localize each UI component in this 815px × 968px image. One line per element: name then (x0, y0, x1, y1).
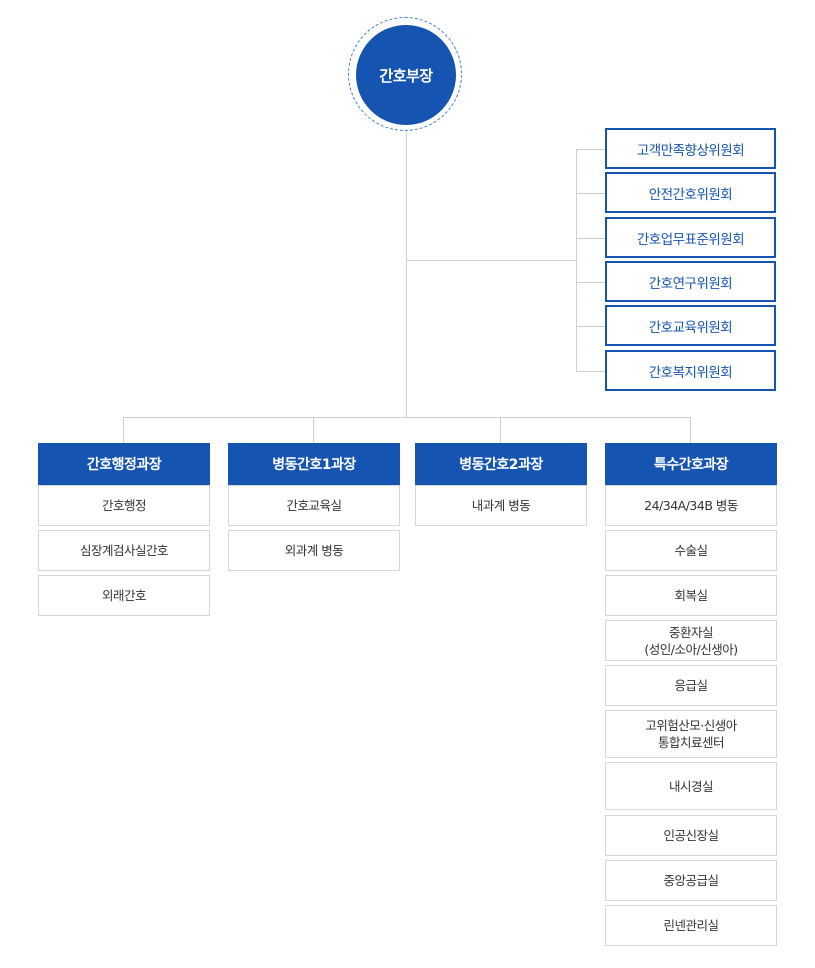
committee-box: 고객만족향상위원회 (605, 128, 776, 169)
committee-label: 간호복지위원회 (648, 364, 733, 381)
unit-label: 외래간호 (101, 588, 147, 603)
unit-label: 간호교육실 (286, 498, 342, 513)
unit-label: 중환자실 (668, 624, 714, 640)
unit-sublabel: 통합치료센터 (657, 735, 725, 750)
department-header: 특수간호과장 (605, 443, 777, 485)
committee-label: 간호연구위원회 (648, 275, 733, 292)
unit-label: 외과계 병동 (284, 543, 344, 558)
department-drop-line (690, 417, 691, 443)
committee-tick-line (576, 193, 605, 194)
unit-box: 린넨관리실 (605, 905, 777, 946)
committee-box: 안전간호위원회 (605, 172, 776, 213)
unit-box: 응급실 (605, 665, 777, 706)
unit-label: 인공신장실 (663, 828, 719, 843)
head-node: 간호부장 (356, 25, 456, 125)
department-title: 병동간호2과장 (459, 457, 543, 473)
committee-spine-line (576, 149, 577, 371)
committee-label: 간호업무표준위원회 (636, 231, 745, 248)
department-header: 간호행정과장 (38, 443, 210, 485)
unit-box: 24/34A/34B 병동 (605, 485, 777, 526)
unit-label: 회복실 (674, 588, 708, 603)
unit-box: 고위험산모·신생아 통합치료센터 (605, 710, 777, 758)
department-drop-line (313, 417, 314, 443)
committee-box: 간호복지위원회 (605, 350, 776, 391)
unit-box: 인공신장실 (605, 815, 777, 856)
unit-label: 24/34A/34B 병동 (644, 498, 738, 513)
unit-box: 수술실 (605, 530, 777, 571)
head-node-ring (348, 17, 462, 131)
department-title: 특수간호과장 (653, 457, 729, 473)
unit-label: 고위험산모·신생아 (645, 718, 737, 733)
committee-tick-line (576, 149, 605, 150)
committee-tick-line (576, 238, 605, 239)
unit-label: 수술실 (674, 543, 708, 558)
unit-box: 내시경실 (605, 762, 777, 810)
department-header: 병동간호1과장 (228, 443, 400, 485)
committee-tick-line (576, 282, 605, 283)
unit-label: 응급실 (674, 678, 708, 693)
department-title: 간호행정과장 (86, 457, 162, 473)
unit-box: 중앙공급실 (605, 860, 777, 901)
head-node-label: 간호부장 (379, 66, 433, 85)
committee-tick-line (576, 371, 605, 372)
department-header: 병동간호2과장 (415, 443, 587, 485)
unit-label: 린넨관리실 (663, 918, 719, 933)
committee-branch-line (406, 260, 576, 261)
unit-label: 내과계 병동 (471, 498, 531, 513)
unit-box: 간호교육실 (228, 485, 400, 526)
department-bus-line (123, 417, 691, 418)
unit-sublabel: (성인/소아/신생아) (644, 641, 738, 657)
department-title: 병동간호1과장 (272, 457, 356, 473)
trunk-line (406, 131, 407, 418)
unit-label: 심장계검사실간호 (79, 543, 169, 558)
unit-box: 외래간호 (38, 575, 210, 616)
committee-label: 간호교육위원회 (648, 319, 733, 336)
committee-label: 안전간호위원회 (648, 186, 733, 203)
unit-box: 간호행정 (38, 485, 210, 526)
unit-box: 내과계 병동 (415, 485, 587, 526)
committee-tick-line (576, 326, 605, 327)
unit-label: 간호행정 (101, 498, 147, 513)
unit-box: 회복실 (605, 575, 777, 616)
unit-box: 심장계검사실간호 (38, 530, 210, 571)
committee-box: 간호연구위원회 (605, 261, 776, 302)
committee-label: 고객만족향상위원회 (636, 142, 745, 159)
department-drop-line (500, 417, 501, 443)
unit-box: 중환자실 (성인/소아/신생아) (605, 620, 777, 661)
unit-box: 외과계 병동 (228, 530, 400, 571)
unit-label: 내시경실 (668, 778, 714, 794)
committee-box: 간호교육위원회 (605, 305, 776, 346)
department-drop-line (123, 417, 124, 443)
unit-label: 중앙공급실 (663, 873, 719, 888)
committee-box: 간호업무표준위원회 (605, 217, 776, 258)
